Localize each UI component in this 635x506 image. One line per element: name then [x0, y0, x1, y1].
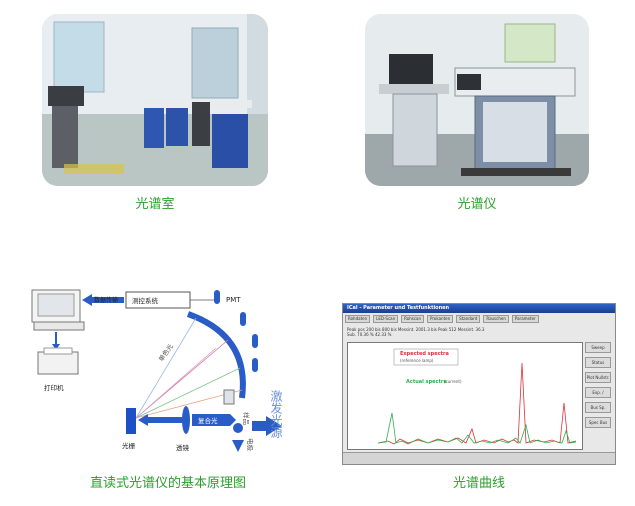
pmt-tube — [240, 312, 246, 326]
printer-label: 打印机 — [44, 383, 64, 392]
expected-spectrum-line — [377, 362, 577, 445]
monitor — [389, 54, 433, 84]
window — [53, 21, 105, 93]
lens-label: 透镜 — [176, 443, 190, 452]
wall-poster — [504, 23, 556, 63]
toolbar-button[interactable]: LED-Scan — [373, 315, 399, 323]
spectrometer-panel — [483, 102, 547, 162]
control-label: 测控系统 — [132, 296, 159, 305]
side-button[interactable]: Sweep — [585, 342, 611, 353]
plot-area: Expected spectra (reference lamp) Actual… — [347, 342, 583, 450]
laser-arrow — [252, 416, 282, 436]
spark — [233, 423, 243, 433]
toolbar-button[interactable]: Rauschen — [483, 315, 509, 323]
instrument-scene — [365, 14, 589, 186]
composite-label: 复合光 — [198, 416, 218, 425]
window — [191, 27, 239, 99]
toolbar: Rohdaten LED-Scan Rohscan Prokanten Stan… — [345, 315, 613, 323]
spectrum-svg: Expected spectra (reference lamp) Actual… — [377, 348, 577, 445]
side-button[interactable]: Exp. / Rauschen — [585, 387, 611, 398]
legend-actual: Actual spectra — [406, 379, 447, 385]
side-button[interactable]: Spec Bus — [585, 417, 611, 428]
info-line: Peak pos 200 bis 800 bis Messint. 2001.3… — [347, 327, 577, 337]
actual-spectrum-line — [377, 412, 577, 445]
transfer-label: 数据传输 — [94, 296, 118, 304]
toolbar-button[interactable]: Standard — [456, 315, 481, 323]
status-bar — [343, 452, 615, 464]
pmt-tube — [214, 290, 220, 304]
cabinet — [166, 108, 188, 146]
machine — [48, 86, 84, 106]
pmt-label: PMT — [226, 296, 241, 304]
laser-label: 激发光源 — [269, 390, 283, 439]
toolbar-button[interactable]: Prokanten — [427, 315, 454, 323]
beam-arrow — [138, 414, 182, 426]
chair — [192, 102, 210, 146]
window-title: ICal - Parameter und Testfunktionen — [347, 305, 450, 311]
diagram-caption: 直读式光谱仪的基本原理图 — [89, 476, 246, 491]
toolbar-button[interactable]: Rohdaten — [345, 315, 371, 323]
sample-label: 样品 — [242, 412, 251, 425]
composite-arrow — [192, 414, 236, 426]
diagram-svg: 数据传输 测控系统 打印机 PMT 单色光 光栅 透镜 复合光 — [31, 289, 283, 452]
legend-expected-box — [393, 348, 459, 366]
instrument-caption: 光谱仪 — [457, 197, 497, 212]
lab-photo — [42, 14, 268, 186]
side-button[interactable]: Status — [585, 357, 611, 368]
printer — [37, 351, 79, 375]
sample — [223, 389, 235, 405]
floor-mat — [461, 168, 571, 176]
lab-caption: 光谱室 — [135, 197, 175, 212]
instrument-photo — [365, 14, 589, 186]
legend-expected-sub: (reference lamp) — [400, 358, 434, 363]
legend-expected: Expected spectra — [400, 351, 449, 357]
pmt-tube — [252, 358, 258, 372]
info-line-1: Peak pos 200 bis 800 bis Messint. 2001.3… — [347, 327, 485, 332]
desk-top — [379, 84, 449, 94]
rowland-arc — [186, 311, 246, 399]
lens — [182, 406, 190, 434]
cabinet — [212, 114, 248, 168]
electrode — [232, 440, 244, 452]
mono-label: 单色光 — [156, 342, 175, 364]
lab-scene — [42, 14, 268, 186]
grating — [126, 408, 136, 434]
cabinet — [144, 108, 164, 148]
curve-caption: 光谱曲线 — [452, 476, 505, 491]
side-button[interactable]: Bus Sp. — [585, 402, 611, 413]
legend-actual-sub: (current) — [444, 379, 462, 384]
floor-marking — [64, 164, 124, 174]
principle-diagram: 数据传输 测控系统 打印机 PMT 单色光 光栅 透镜 复合光 — [20, 278, 290, 458]
window-titlebar: ICal - Parameter und Testfunktionen — [343, 304, 615, 313]
curve-window: ICal - Parameter und Testfunktionen Rohd… — [342, 303, 616, 465]
machine-stand — [52, 106, 78, 168]
transfer-arrow — [82, 294, 124, 306]
side-button[interactable]: Plot Nullstr. — [585, 372, 611, 383]
toolbar-button[interactable]: Parameter — [511, 315, 539, 323]
side-panel: Sweep Status Plot Nullstr. Exp. / Rausch… — [585, 342, 611, 448]
toolbar-button[interactable]: Rohscan — [401, 315, 425, 323]
computer-base — [33, 321, 85, 331]
grating-label: 光栅 — [122, 441, 136, 450]
electrode-label: 电极 — [246, 438, 255, 452]
spark-stand — [457, 74, 481, 90]
pmt-tube — [252, 334, 258, 348]
desk-stand — [392, 93, 438, 167]
info-line-2: Sub. 70.36 % 42.33 % — [347, 332, 392, 337]
